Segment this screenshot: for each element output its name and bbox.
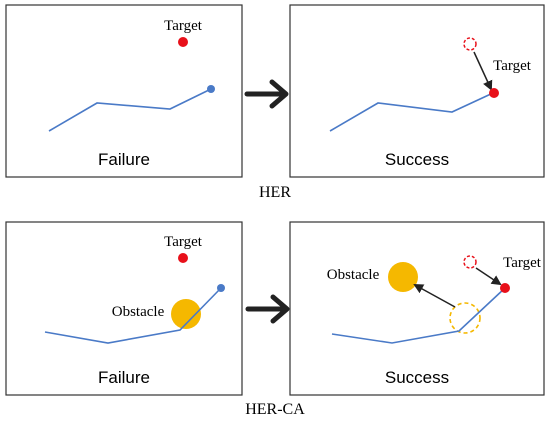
dashed-circle-icon [449,302,481,334]
status-label: Success [385,150,449,169]
relabel-arrow-icon [473,51,493,91]
target-label: Target [164,18,203,34]
right-arrow-icon [244,79,289,109]
target-label: Target [503,255,542,271]
filled-yellow-circle-icon [388,262,418,292]
trajectory-path [44,287,222,344]
obstacle-label: Obstacle [112,304,165,320]
trajectory-path [331,287,506,344]
red-dot-icon [178,37,188,47]
obstacle-label: Obstacle [327,267,380,283]
end-effector-dot [217,284,225,292]
trajectory-path [329,92,494,132]
her-ca-section: Target Obstacle Failure Obstacle Target [5,221,545,418]
her-section: Target Failure Target Success HER [5,4,545,201]
relabel-arrow-icon [413,284,456,308]
filled-yellow-circle-icon [171,299,201,329]
target-label: Target [493,58,532,74]
dashed-circle-icon [463,37,477,51]
panel-frame [5,4,243,178]
red-dot-icon [178,253,188,263]
section-caption: HER-CA [245,401,305,418]
target-label: Target [164,234,203,250]
her-success-panel: Target Success [289,4,545,178]
her-failure-panel: Target Failure [5,4,243,178]
right-arrow-icon [245,294,290,324]
panel-frame [289,4,545,178]
trajectory-path [48,88,212,132]
status-label: Success [385,368,449,387]
red-dot-icon [500,283,510,293]
end-effector-dot [207,85,215,93]
panel-frame [289,221,545,396]
her-ca-failure-panel: Target Obstacle Failure [5,221,243,396]
red-dot-icon [489,88,499,98]
dashed-circle-icon [463,255,477,269]
section-caption: HER [259,184,291,201]
status-label: Failure [98,150,150,169]
her-ca-success-panel: Obstacle Target Success [289,221,545,396]
status-label: Failure [98,368,150,387]
relabel-arrow-icon [475,267,502,286]
panel-frame [5,221,243,396]
